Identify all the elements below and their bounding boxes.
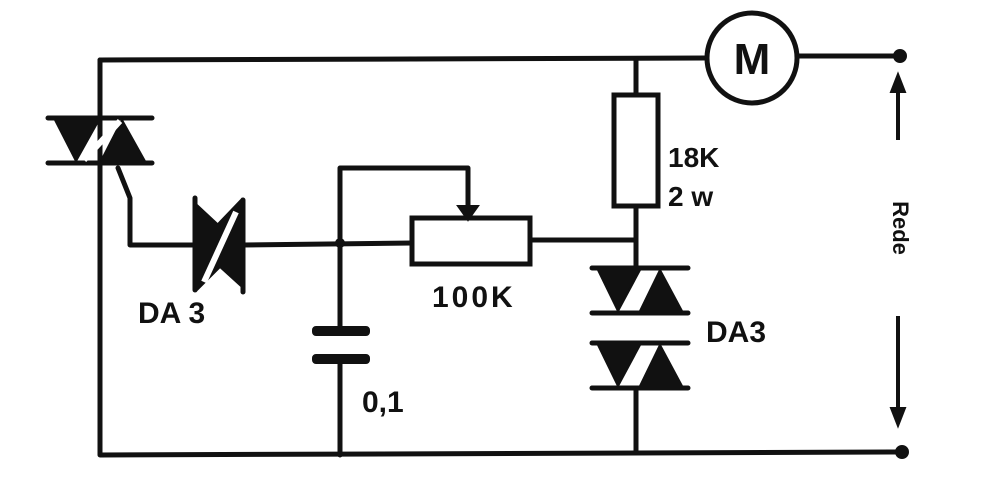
triac xyxy=(45,115,155,166)
resistor-power: 2 w xyxy=(668,181,713,212)
diac-stack-label: DA3 xyxy=(706,316,766,349)
resistor-value: 18K xyxy=(668,142,719,173)
wires xyxy=(97,53,903,458)
diac-left xyxy=(192,195,246,295)
motor-symbol: M xyxy=(734,35,771,84)
potentiometer-value: 100K xyxy=(432,281,516,314)
diac-left-label: DA 3 xyxy=(138,297,205,330)
terminal-top xyxy=(893,49,907,63)
potentiometer xyxy=(409,205,533,267)
capacitor-value: 0,1 xyxy=(362,386,404,419)
resistor xyxy=(611,92,661,209)
junction-left xyxy=(335,238,345,248)
capacitor xyxy=(312,326,370,364)
supply-arrows xyxy=(889,71,907,429)
diac-stack xyxy=(589,265,691,391)
supply-label: Rede xyxy=(888,201,913,255)
motor: M xyxy=(704,10,800,106)
terminal-bottom xyxy=(895,445,909,459)
